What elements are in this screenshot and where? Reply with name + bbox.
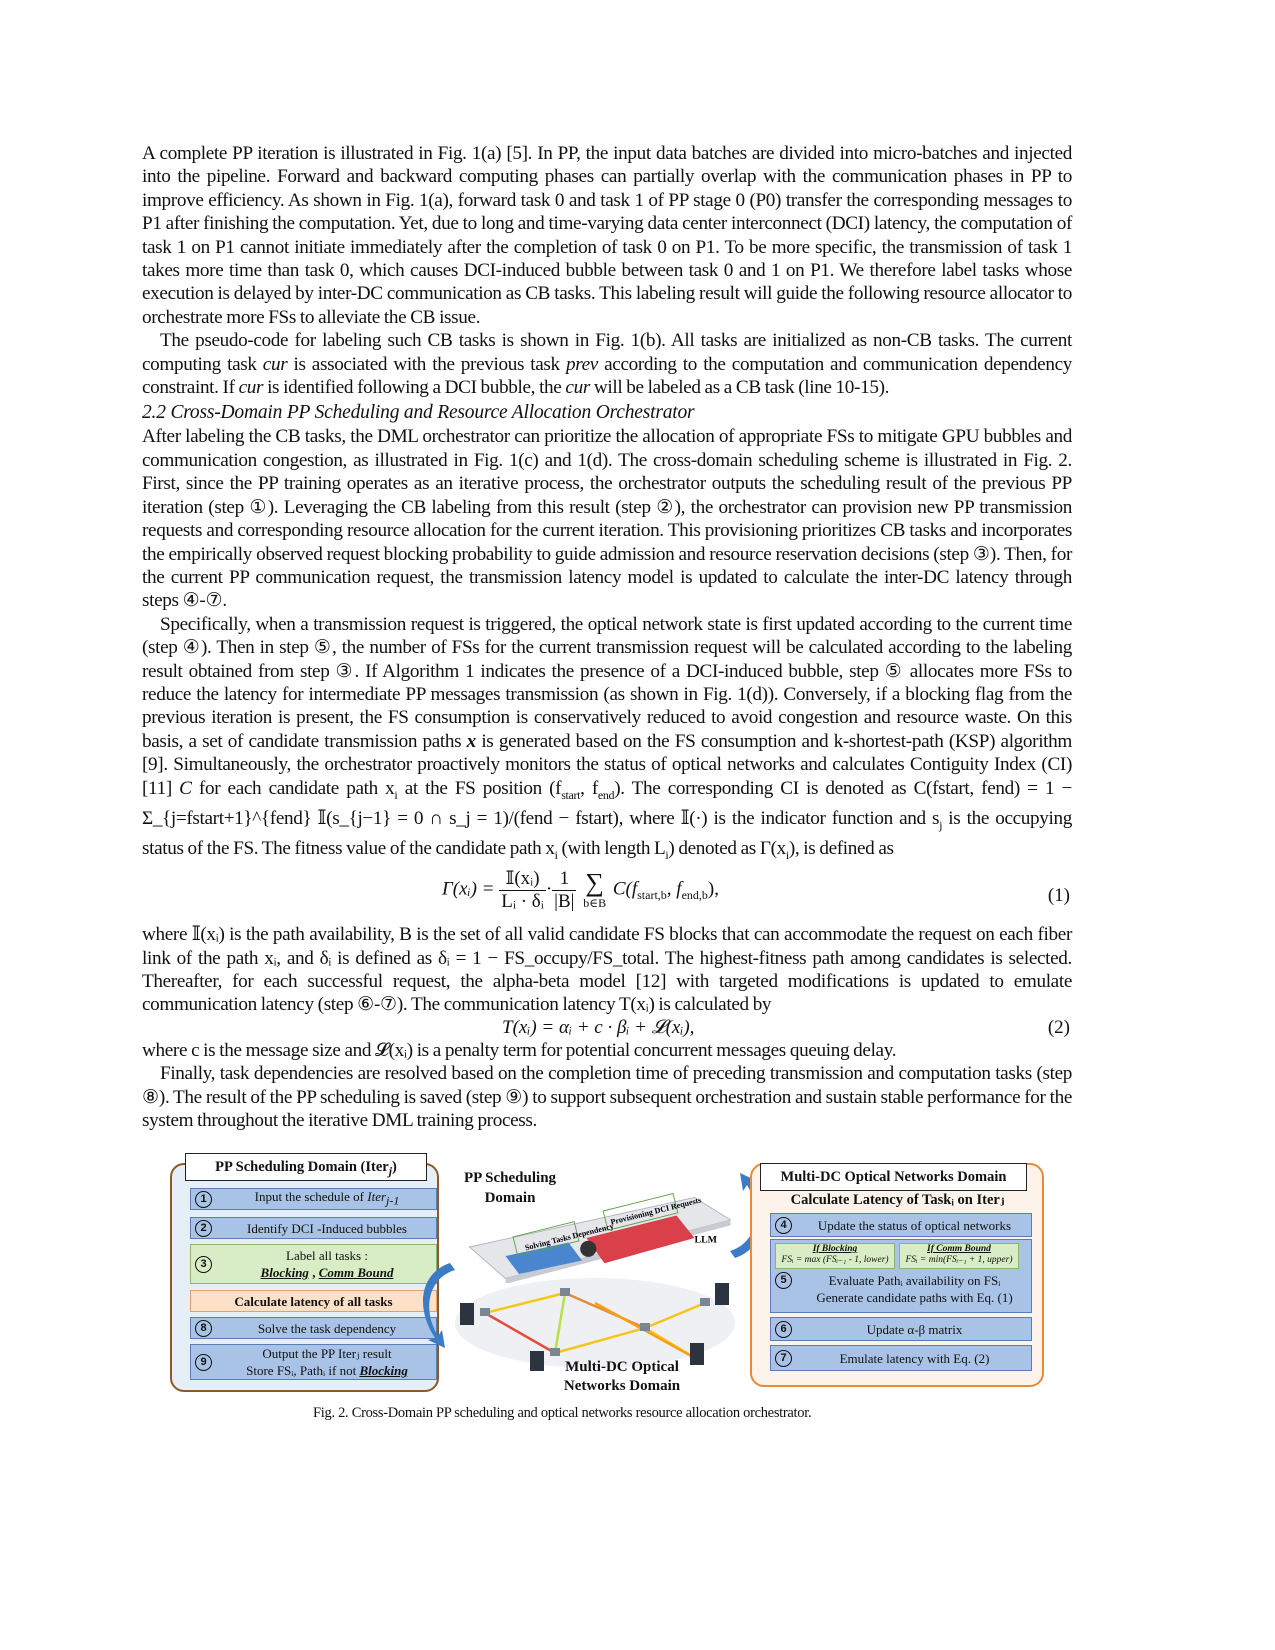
paragraph-pp-iteration: A complete PP iteration is illustrated i… bbox=[142, 143, 1072, 328]
equation-number: (1) bbox=[1047, 885, 1070, 907]
platform-illustration: Solving Tasks Dependency Provisioning DC… bbox=[468, 1193, 732, 1283]
step-number-badge: 8 bbox=[195, 1319, 212, 1337]
section-heading: 2.2 Cross-Domain PP Scheduling and Resou… bbox=[142, 402, 695, 424]
paper-page: A complete PP iteration is illustrated i… bbox=[142, 142, 1072, 1133]
calculate-latency-subtitle: Calculate Latency of Taskᵢ on Iterⱼ bbox=[790, 1192, 1005, 1208]
pp-scheduling-domain-label: PP Scheduling Domain bbox=[463, 1170, 557, 1206]
center-illustration: PP Scheduling Domain Solving Tasks Depen… bbox=[423, 1163, 762, 1394]
step-number-badge: 2 bbox=[195, 1219, 212, 1237]
paragraph-message-size: where c is the message size and 𝓛(xᵢ) is… bbox=[142, 1039, 897, 1061]
paragraph-transmission: Specifically, when a transmission reques… bbox=[142, 613, 1072, 862]
figure-caption: Fig. 2. Cross-Domain PP scheduling and o… bbox=[313, 1405, 812, 1421]
step-number-badge: 5 bbox=[775, 1272, 792, 1289]
multi-dc-optical-networks-label: Multi-DC Optical Networks Domain bbox=[563, 1359, 681, 1394]
paragraph-orchestrator: After labeling the CB tasks, the DML orc… bbox=[142, 426, 1072, 612]
equation-2: T(xᵢ) = αᵢ + c · βᵢ + 𝓛(xᵢ), (2) bbox=[502, 1016, 1070, 1038]
step-number-badge: 3 bbox=[195, 1255, 212, 1273]
step-number-badge: 9 bbox=[195, 1353, 212, 1371]
paragraph-pseudo-code: The pseudo-code for labeling such CB tas… bbox=[142, 330, 1072, 399]
step-number-badge: 4 bbox=[775, 1216, 792, 1234]
equation-1: Γ(xᵢ) = 𝕀(xᵢ)Lᵢ · δᵢ·1|B| ∑b∈B C(fstart,… bbox=[442, 867, 1070, 913]
flow-arrow-left-icon bbox=[423, 1263, 455, 1348]
multi-dc-optical-panel-title: Multi-DC Optical Networks Domain bbox=[760, 1163, 1027, 1191]
svg-text:LLM: LLM bbox=[695, 1235, 718, 1246]
pp-scheduling-panel-title: PP Scheduling Domain (Iterj) bbox=[185, 1153, 427, 1181]
paragraph-fitness: where 𝕀(xᵢ) is the path availability, B … bbox=[142, 924, 1072, 1016]
calculate-latency-step: Calculate latency of all tasks bbox=[190, 1290, 437, 1312]
equation-number: (2) bbox=[1047, 1016, 1070, 1038]
step-number-badge: 7 bbox=[775, 1349, 792, 1367]
step-number-badge: 6 bbox=[775, 1320, 792, 1338]
step-number-badge: 1 bbox=[195, 1190, 212, 1208]
optical-network-illustration bbox=[455, 1278, 735, 1371]
paragraph-finally: Finally, task dependencies are resolved … bbox=[142, 1063, 1072, 1132]
